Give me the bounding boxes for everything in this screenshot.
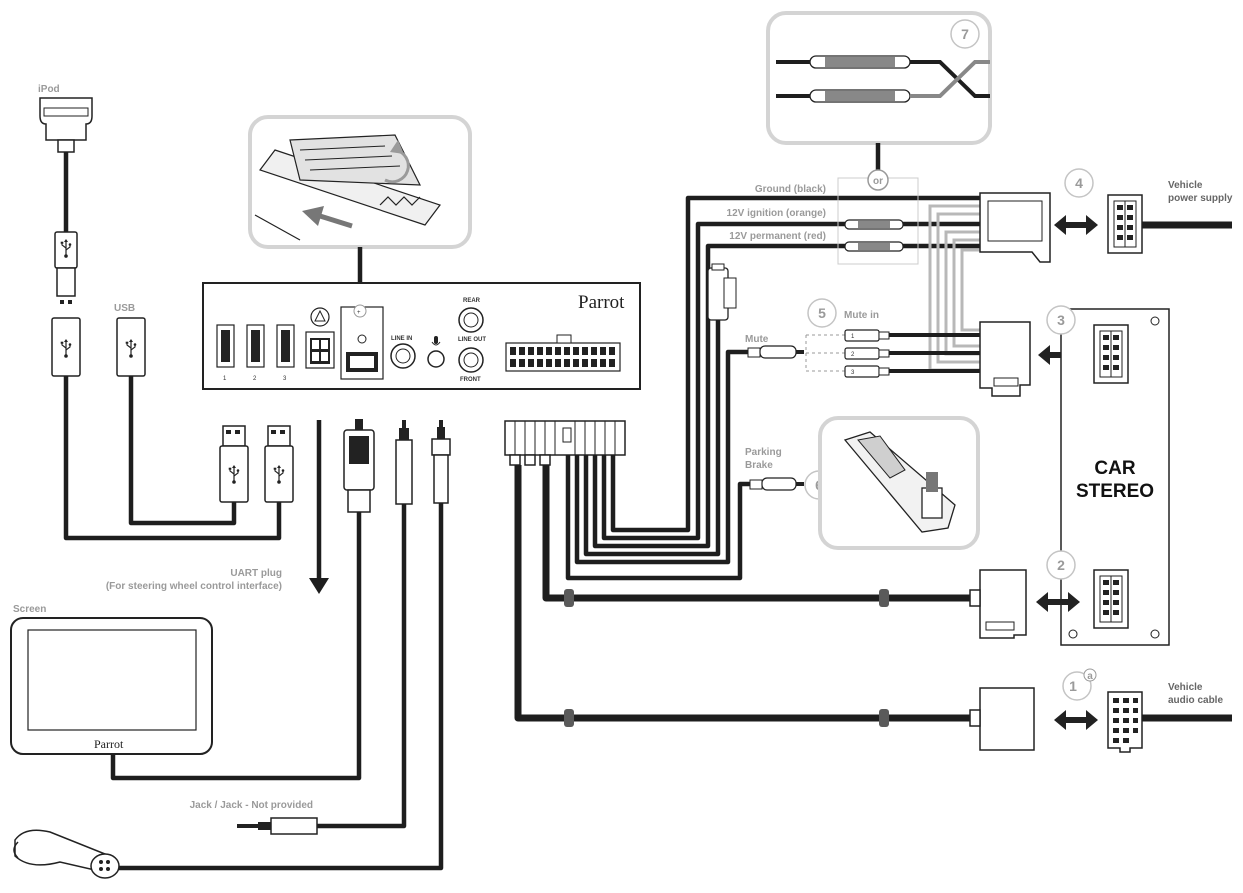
usb-plug-ipod (54, 231, 78, 304)
fuse-holder (707, 263, 737, 321)
svg-text:+: + (357, 310, 361, 316)
microphone-icon (431, 336, 441, 346)
ipod-group: iPod USB (38, 84, 294, 541)
badge-7: 7 (961, 26, 969, 42)
microphone (13, 829, 120, 879)
harness-connector (504, 420, 626, 466)
audio-harness-block (979, 687, 1035, 751)
fuse-permanent (844, 241, 904, 252)
rotate-arrow-icon (384, 140, 410, 184)
screen-cable-plug (343, 419, 375, 513)
ipod-connector (39, 97, 93, 153)
parking-label-1: Parking (745, 447, 782, 458)
svg-text:3: 3 (851, 370, 855, 376)
screen-label: Screen (13, 604, 46, 615)
mute-in-channel-1: 1 (806, 329, 980, 342)
parking-brake-group: Parking Brake 6 (745, 416, 980, 550)
uart-label-1: UART plug (230, 568, 282, 579)
usb-socket-left (51, 317, 81, 377)
car-stereo-label-1: CAR (1094, 458, 1135, 479)
fuse-ignition (844, 219, 904, 230)
svg-text:3: 3 (283, 376, 287, 382)
mute-in-channel-3: 3 (806, 365, 980, 378)
audio-cable-assembly: 1 a Vehicle audio cable (969, 668, 1232, 753)
car-stereo-label-2: STEREO (1076, 481, 1154, 502)
svg-text:2: 2 (851, 352, 855, 358)
parrot-main-unit: Parrot 1 2 3 + (202, 282, 641, 390)
vehicle-audio-label-1: Vehicle (1168, 682, 1203, 693)
svg-text:LINE IN: LINE IN (391, 336, 412, 342)
double-arrow-icon (1054, 215, 1098, 235)
speaker-harness-block (979, 321, 1031, 397)
fuse-cable-b (776, 60, 990, 103)
power-supply-connector (1107, 194, 1143, 254)
push-arrow-icon (302, 206, 353, 229)
ground-label: Ground (black) (755, 184, 826, 195)
mic-port (427, 336, 445, 368)
amp-harness-block (969, 569, 1027, 639)
jack-plug-upper (395, 420, 413, 505)
mute-in-label: Mute in (844, 310, 879, 321)
badge-3: 3 (1057, 312, 1065, 328)
usb-plug-b (264, 425, 294, 503)
panel-7: 7 (766, 11, 992, 145)
power-port (305, 307, 335, 369)
ipod-label: iPod (38, 84, 60, 95)
svg-text:or: or (873, 176, 883, 187)
svg-text:REAR: REAR (463, 298, 481, 304)
power-harness-block (979, 192, 1051, 263)
permanent-label: 12V permanent (red) (729, 231, 826, 242)
badge-2: 2 (1057, 557, 1065, 573)
mic-plug (431, 420, 451, 504)
unit-brand: Parrot (578, 292, 625, 313)
vehicle-power-label-1: Vehicle (1168, 180, 1203, 191)
badge-1: 1 (1069, 678, 1077, 694)
mount-bracket (254, 134, 441, 241)
parking-label-2: Brake (745, 460, 773, 471)
harness-port (505, 334, 621, 372)
jack-label: Jack / Jack - Not provided (190, 800, 313, 811)
car-stereo: CAR STEREO (1060, 308, 1170, 646)
badge-5: 5 (818, 305, 826, 321)
usb-port-1: 1 (216, 324, 235, 382)
badge-1-sub: a (1087, 671, 1093, 682)
double-arrow-icon (1054, 710, 1098, 730)
vehicle-audio-connector (1107, 691, 1143, 753)
screen-brand: Parrot (94, 737, 124, 751)
uart-plug: UART plug (For steering wheel control in… (106, 420, 329, 594)
uart-label-2: (For steering wheel control interface) (106, 581, 282, 592)
svg-text:2: 2 (253, 376, 257, 382)
mount-detail-panel (248, 115, 472, 249)
vehicle-power-label-2: power supply (1168, 193, 1233, 204)
svg-text:1: 1 (851, 334, 855, 340)
screen-port: + (340, 304, 384, 380)
jack-plug-lower (237, 817, 318, 835)
line-out-ports: REAR LINE OUT FRONT (458, 298, 486, 383)
badge-4: 4 (1075, 175, 1083, 191)
usb-plug-a (219, 425, 249, 503)
usb-label: USB (114, 303, 135, 314)
ignition-label: 12V ignition (orange) (727, 208, 826, 219)
parking-brake-lever (843, 431, 956, 533)
svg-text:LINE OUT: LINE OUT (458, 337, 486, 343)
stereo-connector-bottom (1093, 569, 1129, 629)
usb-port-2: 2 (246, 324, 265, 382)
mute-label: Mute (745, 334, 769, 345)
mute-in-channel-2: 2 (806, 347, 980, 360)
usb-port-3: 3 (276, 324, 295, 382)
screen-device: Screen Parrot (10, 604, 213, 755)
line-in-port: LINE IN (390, 336, 416, 369)
mute-plug: Mute (745, 334, 804, 359)
svg-text:1: 1 (223, 376, 227, 382)
vehicle-audio-label-2: audio cable (1168, 695, 1223, 706)
power-connector-assembly: 4 Vehicle power supply (928, 168, 1233, 372)
mute-in-group: 5 Mute in 1 2 3 (805, 298, 980, 378)
usb-socket-right (116, 317, 146, 377)
svg-text:FRONT: FRONT (460, 377, 481, 383)
or-badge: or (867, 169, 889, 191)
stereo-connector-top (1093, 324, 1129, 384)
